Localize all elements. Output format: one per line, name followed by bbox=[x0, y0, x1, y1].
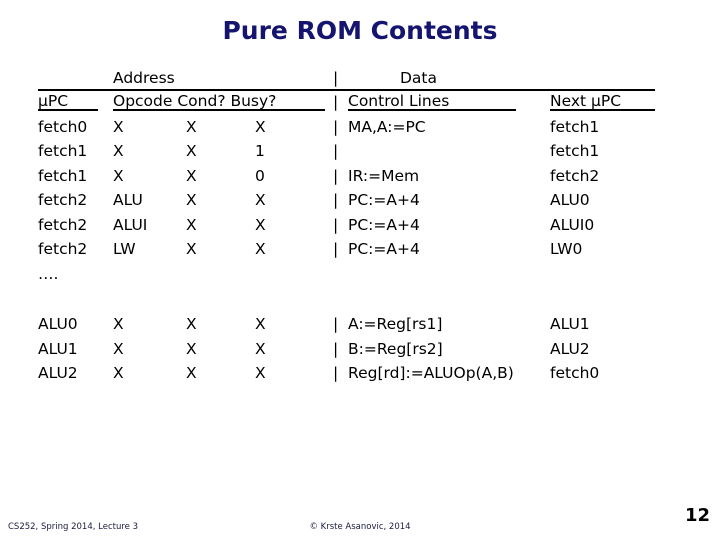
cell-next-upc: ALU1 bbox=[550, 315, 590, 333]
cell-upc: ALU0 bbox=[38, 315, 78, 333]
cell-opcode: X bbox=[113, 364, 124, 382]
column-header-address-fields: Opcode Cond? Busy? bbox=[113, 90, 325, 113]
cell-separator: | bbox=[333, 142, 339, 160]
cell-ellipsis: …. bbox=[38, 264, 59, 283]
cell-control-lines: IR:=Mem bbox=[348, 166, 420, 185]
cell-opcode: X bbox=[113, 339, 124, 358]
cell-cond: X bbox=[186, 240, 197, 258]
table-block-gap bbox=[0, 286, 720, 312]
cell-control-lines: A:=Reg[rs1] bbox=[348, 315, 443, 333]
cell-separator: | bbox=[333, 117, 339, 136]
group-header-data: Data bbox=[400, 69, 438, 87]
cell-opcode: X bbox=[113, 166, 124, 185]
cell-next-upc: fetch1 bbox=[550, 142, 600, 160]
cell-upc: fetch0 bbox=[38, 117, 88, 136]
cell-next-upc: fetch1 bbox=[550, 117, 600, 136]
cell-upc: fetch2 bbox=[38, 191, 88, 209]
cell-opcode: ALUI bbox=[113, 215, 148, 234]
cell-opcode: X bbox=[113, 315, 124, 333]
table-column-header-row: µPC Opcode Cond? Busy? | Control Lines N… bbox=[0, 90, 720, 115]
cell-busy: 1 bbox=[255, 142, 265, 160]
cell-control-lines: MA,A:=PC bbox=[348, 117, 426, 136]
rom-contents-table: Address | Data µPC Opcode Cond? Busy? | … bbox=[0, 68, 720, 386]
table-row: fetch2 LW X X | PC:=A+4 LW0 bbox=[0, 237, 720, 262]
footer-course-info: CS252, Spring 2014, Lecture 3 bbox=[8, 522, 138, 532]
cell-control-lines: Reg[rd]:=ALUOp(A,B) bbox=[348, 364, 514, 382]
table-row: fetch2 ALU X X | PC:=A+4 ALU0 bbox=[0, 188, 720, 213]
cell-busy: 0 bbox=[255, 166, 265, 185]
cell-opcode: X bbox=[113, 142, 124, 160]
cell-upc: ALU2 bbox=[38, 364, 78, 382]
slide-number: 12 bbox=[684, 505, 710, 526]
table-group-header-row: Address | Data bbox=[0, 68, 720, 91]
cell-busy: X bbox=[255, 339, 266, 358]
cell-upc: ALU1 bbox=[38, 339, 78, 358]
footer-copyright: © Krste Asanovic, 2014 bbox=[309, 522, 411, 532]
cell-next-upc: fetch0 bbox=[550, 364, 600, 382]
group-header-address: Address bbox=[113, 69, 175, 87]
cell-next-upc: ALUI0 bbox=[550, 215, 595, 234]
cell-next-upc: ALU0 bbox=[550, 191, 590, 209]
cell-control-lines: PC:=A+4 bbox=[348, 240, 420, 258]
table-ellipsis-row: …. bbox=[0, 262, 720, 287]
cell-control-lines: PC:=A+4 bbox=[348, 191, 420, 209]
cell-upc: fetch2 bbox=[38, 215, 88, 234]
cell-control-lines: B:=Reg[rs2] bbox=[348, 339, 443, 358]
cell-opcode: ALU bbox=[113, 191, 143, 209]
cell-cond: X bbox=[186, 191, 197, 209]
page-title: Pure ROM Contents bbox=[222, 16, 498, 45]
table-row: ALU1 X X X | B:=Reg[rs2] ALU2 bbox=[0, 337, 720, 362]
cell-busy: X bbox=[255, 240, 266, 258]
cell-busy: X bbox=[255, 364, 266, 382]
header-rule bbox=[38, 89, 655, 91]
cell-cond: X bbox=[186, 142, 197, 160]
cell-opcode: X bbox=[113, 117, 124, 136]
cell-next-upc: ALU2 bbox=[550, 339, 590, 358]
cell-separator: | bbox=[333, 191, 339, 209]
cell-busy: X bbox=[255, 315, 266, 333]
cell-upc: fetch2 bbox=[38, 240, 88, 258]
table-row: fetch0 X X X | MA,A:=PC fetch1 bbox=[0, 115, 720, 140]
table-row: fetch1 X X 0 | IR:=Mem fetch2 bbox=[0, 164, 720, 189]
cell-control-lines: PC:=A+4 bbox=[348, 215, 420, 234]
cell-next-upc: fetch2 bbox=[550, 166, 600, 185]
cell-separator: | bbox=[333, 315, 339, 333]
table-row: ALU0 X X X | A:=Reg[rs1] ALU1 bbox=[0, 312, 720, 337]
column-header-next-upc: Next µPC bbox=[550, 90, 655, 113]
table-row: fetch1 X X 1 | fetch1 bbox=[0, 139, 720, 164]
column-header-separator: | bbox=[333, 93, 339, 111]
cell-separator: | bbox=[333, 215, 339, 234]
cell-cond: X bbox=[186, 364, 197, 382]
cell-cond: X bbox=[186, 215, 197, 234]
cell-cond: X bbox=[186, 339, 197, 358]
table-row: ALU2 X X X | Reg[rd]:=ALUOp(A,B) fetch0 bbox=[0, 361, 720, 386]
cell-busy: X bbox=[255, 191, 266, 209]
cell-upc: fetch1 bbox=[38, 166, 88, 185]
column-header-upc: µPC bbox=[38, 90, 98, 113]
cell-opcode: LW bbox=[113, 240, 136, 258]
cell-upc: fetch1 bbox=[38, 142, 88, 160]
cell-separator: | bbox=[333, 166, 339, 185]
cell-cond: X bbox=[186, 117, 197, 136]
cell-next-upc: LW0 bbox=[550, 240, 583, 258]
table-row: fetch2 ALUI X X | PC:=A+4 ALUI0 bbox=[0, 213, 720, 238]
cell-separator: | bbox=[333, 364, 339, 382]
cell-cond: X bbox=[186, 315, 197, 333]
column-header-control-lines: Control Lines bbox=[348, 90, 516, 113]
cell-cond: X bbox=[186, 166, 197, 185]
cell-separator: | bbox=[333, 240, 339, 258]
cell-busy: X bbox=[255, 215, 266, 234]
cell-busy: X bbox=[255, 117, 266, 136]
cell-separator: | bbox=[333, 339, 339, 358]
group-header-separator: | bbox=[333, 69, 339, 87]
